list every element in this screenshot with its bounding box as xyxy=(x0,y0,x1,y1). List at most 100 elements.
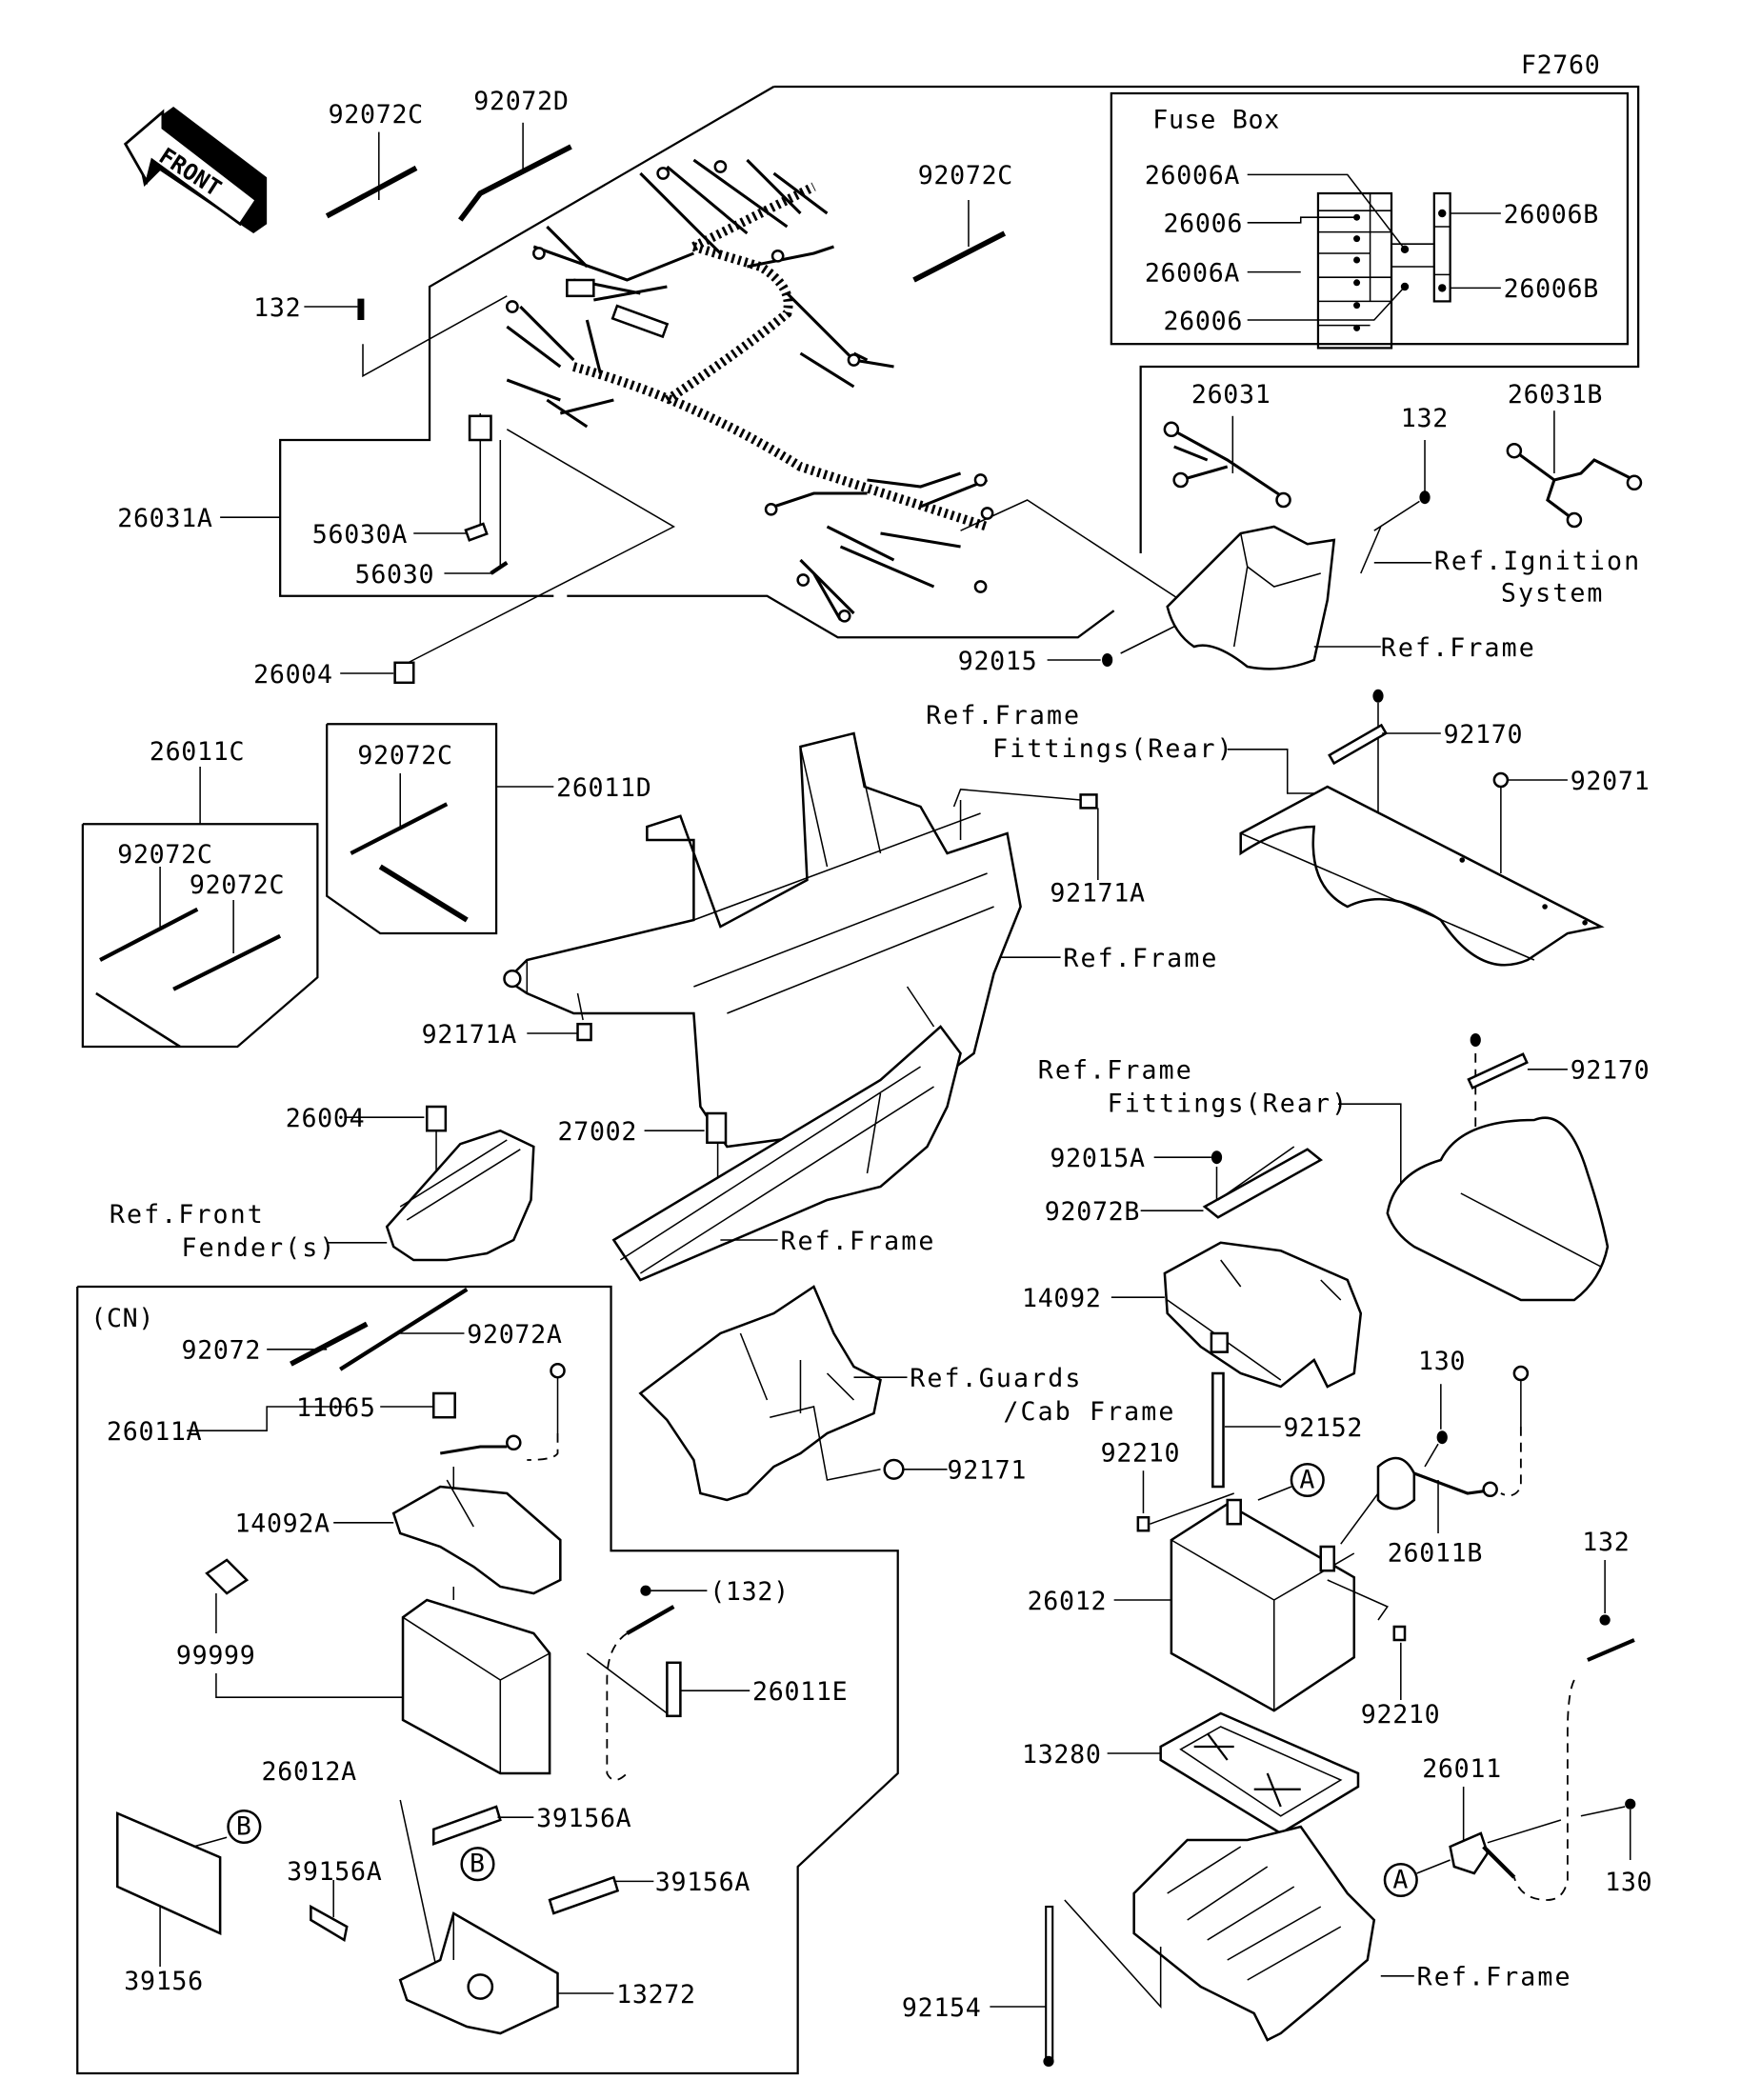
harness-26031A: 26031A xyxy=(117,504,281,533)
bracket-13272: B 39156A 39156A 39156A 13272 xyxy=(287,1799,750,2035)
callout-A: A xyxy=(1299,1465,1315,1494)
part-label: 92072D xyxy=(473,87,569,116)
ref-frame-fittings-label: Fittings(Rear) xyxy=(1108,1090,1350,1119)
sub-harness-26031B: 26031B xyxy=(1506,380,1643,529)
frame-bracket-ignition xyxy=(1166,525,1432,670)
part-label: 132 xyxy=(253,293,301,323)
part-label: 39156A xyxy=(287,1857,382,1887)
callout-B: B xyxy=(236,1811,252,1841)
part-label: 39156A xyxy=(536,1804,631,1833)
holder-14092: 14092 xyxy=(1022,1241,1363,1389)
kit-26011D: 26011D 92072C xyxy=(326,723,651,935)
fuse-label: 26006 xyxy=(1163,307,1243,336)
fuse-label: 26006A xyxy=(1145,258,1240,288)
part-label: 56030A xyxy=(312,520,408,550)
main-wire-harness xyxy=(506,158,994,623)
sheet-39156: B 39156 xyxy=(116,1809,262,1996)
fuse-label: 26006A xyxy=(1145,161,1240,190)
callout-A: A xyxy=(1392,1865,1409,1894)
ref-ignition-label: Ref.Ignition xyxy=(1434,547,1641,576)
part-label: 39156 xyxy=(124,1967,204,1996)
ref-frame-fittings-label: Ref.Frame xyxy=(1038,1056,1193,1086)
bolt-92154: 92154 xyxy=(902,1905,1054,2067)
part-label: 92170 xyxy=(1444,720,1524,750)
frame-rail-27002: 27002 xyxy=(558,986,962,1282)
clamp-56030: 56030 xyxy=(355,439,509,590)
clamp-56030A: 56030A xyxy=(312,413,492,550)
fuse-label: 26006 xyxy=(1163,210,1243,239)
harness-group-outline xyxy=(773,85,1640,553)
cable-tie-92072: 92072 xyxy=(182,1321,369,1367)
part-label: 39156A xyxy=(655,1868,750,1897)
part-label: (132) xyxy=(710,1577,790,1607)
part-label: 92171A xyxy=(1050,878,1145,908)
part-label: 92072C xyxy=(357,741,452,770)
fuse-label: 26006B xyxy=(1504,200,1599,230)
harness-bracket xyxy=(279,86,775,597)
part-label: 92170 xyxy=(1571,1056,1651,1086)
nut-92015A: 92015A xyxy=(1050,1144,1223,1207)
fuse-box-inset: Fuse Box 26006A 26006 26006A 26006 xyxy=(1110,91,1630,350)
ref-frame-fittings-label: Fittings(Rear) xyxy=(992,734,1234,764)
part-label: 26011A xyxy=(107,1417,202,1447)
front-fender-bracket: 26004 xyxy=(286,1104,535,1262)
rear-fittings-upper xyxy=(1227,689,1605,967)
part-label: 26011B xyxy=(1388,1538,1483,1568)
tray-13280: 13280 xyxy=(1022,1711,1360,1835)
ref-fender-label: Ref.Front xyxy=(110,1200,265,1230)
part-label: 92152 xyxy=(1284,1413,1364,1443)
sticker-99999: 99999 xyxy=(176,1558,256,1670)
bracket-92072B: 92072B xyxy=(1045,1146,1324,1227)
part-label: 26004 xyxy=(253,660,333,690)
harness-bracket-bottom xyxy=(567,594,1115,639)
part-label: 92210 xyxy=(1361,1700,1441,1730)
part-label: 132 xyxy=(1582,1528,1630,1557)
cable-26011E: 26011E xyxy=(586,1652,848,1718)
part-label: 14092 xyxy=(1022,1284,1102,1313)
cn-variant-box: (CN) xyxy=(76,1285,899,2075)
part-label: 26011E xyxy=(752,1677,848,1707)
part-label: 92072C xyxy=(918,161,1013,190)
battery-26012: 26012 xyxy=(1028,1498,1356,1712)
figure-code: F2760 xyxy=(1521,50,1601,80)
part-label: 26031B xyxy=(1508,380,1603,410)
part-label: 27002 xyxy=(558,1117,638,1147)
part-label: 92072A xyxy=(467,1320,562,1350)
part-label: 26012A xyxy=(262,1757,357,1787)
ref-frame-label: Ref.Frame xyxy=(1063,944,1218,973)
washer-92210-b: 92210 xyxy=(1327,1579,1441,1730)
cable-26011B: 130 26011B xyxy=(1340,1347,1530,1568)
kit-26011C: 26011C 92072C 92072C xyxy=(81,737,319,1049)
cable-26011A: 26011A 11065 xyxy=(107,1362,566,1461)
part-label: 13272 xyxy=(616,1980,696,2010)
battery-26012A: 26012A xyxy=(215,1587,551,1787)
ref-frame-fittings-label: Ref.Frame xyxy=(926,701,1081,730)
part-label: 92072C xyxy=(190,870,285,900)
clip-92171A-right: 92171A xyxy=(952,788,1145,908)
front-arrow-icon: FRONT xyxy=(123,107,268,233)
part-label: 92072C xyxy=(329,100,424,130)
part-label: 92072C xyxy=(117,840,212,870)
ref-frame-label: Ref.Frame xyxy=(1381,633,1536,663)
connector-26004-top: 26004 xyxy=(253,660,415,690)
part-label: 132 xyxy=(1401,404,1449,433)
part-label: 92072 xyxy=(182,1336,262,1366)
ref-ignition-label: System xyxy=(1501,578,1605,608)
part-label: 26004 xyxy=(286,1104,366,1133)
main-frame xyxy=(503,731,1022,1149)
guards-cab-frame: 92171 xyxy=(638,1285,1026,1502)
washer-92210-a: 92210 xyxy=(1101,1438,1234,1532)
part-label: 92015A xyxy=(1050,1144,1145,1173)
part-label: 11065 xyxy=(296,1393,376,1423)
sub-harness-26031: 26031 xyxy=(1163,380,1291,509)
part-label: 14092A xyxy=(235,1510,330,1539)
bolt-132-paren: (132) xyxy=(606,1577,790,1781)
ref-guards-label: /Cab Frame xyxy=(1003,1397,1175,1427)
part-label: 130 xyxy=(1605,1868,1652,1897)
part-label: 92171A xyxy=(422,1020,517,1050)
part-label: 130 xyxy=(1418,1347,1466,1376)
part-label: 92015 xyxy=(958,647,1038,676)
part-label: 99999 xyxy=(176,1641,256,1670)
leader-132 xyxy=(362,295,508,378)
